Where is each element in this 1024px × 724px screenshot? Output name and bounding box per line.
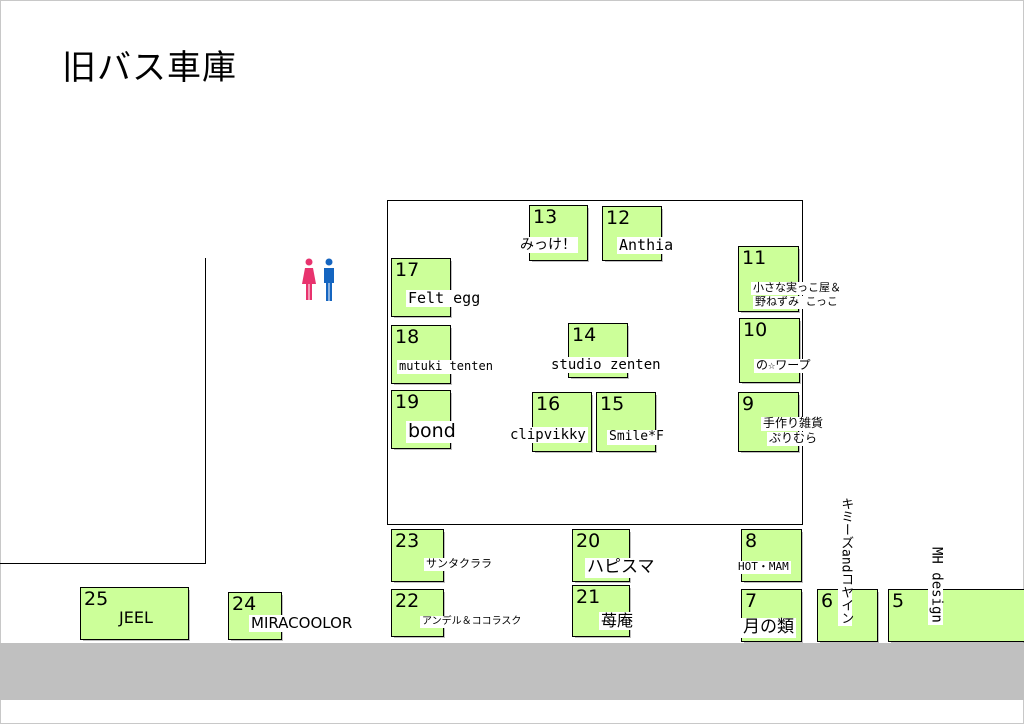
booth-number: 20 <box>576 530 601 552</box>
booth-9[interactable]: 9 手作り雑貨 ぷりむら <box>738 392 826 452</box>
booth-number: 6 <box>821 590 834 612</box>
booth-16[interactable]: 16 clipvikky <box>508 392 592 452</box>
booth-name: Felt egg <box>406 289 483 308</box>
booth-name: キミーズandコヤイン <box>838 495 854 627</box>
booth-name: mutuki tenten <box>397 359 495 374</box>
male-restroom-icon <box>324 258 334 301</box>
booth-number: 14 <box>572 324 597 346</box>
booth-name: Anthia <box>617 236 676 255</box>
booth-20[interactable]: 20 ハピスマ <box>572 529 657 582</box>
booth-number: 18 <box>395 326 420 348</box>
booth-name: clipvikky <box>508 427 588 444</box>
booth-name: HOT・MAM <box>736 560 791 574</box>
booth-number: 22 <box>395 590 420 612</box>
booth-number: 5 <box>892 590 905 612</box>
booth-5[interactable]: 5 <box>888 589 1024 642</box>
booth-number: 23 <box>395 530 420 552</box>
map-title: 旧バス車庫 <box>62 48 237 88</box>
booth-17[interactable]: 17 Felt egg <box>391 258 483 317</box>
booth-18[interactable]: 18 mutuki tenten <box>391 325 495 384</box>
booth-12[interactable]: 12 Anthia <box>602 206 676 261</box>
booth-7[interactable]: 7 月の類 <box>741 589 802 642</box>
booth-number: 17 <box>395 259 420 281</box>
booth-number: 8 <box>745 530 758 552</box>
booth-14[interactable]: 14 studio zenten <box>549 323 663 378</box>
booth-8[interactable]: 8 HOT・MAM <box>736 529 802 582</box>
booth-name: studio zenten <box>549 357 663 374</box>
road <box>0 643 1024 700</box>
booth-23[interactable]: 23 サンタクララ <box>391 529 494 582</box>
booth-number: 25 <box>84 588 109 610</box>
booth-15[interactable]: 15 Smile*F <box>596 392 666 452</box>
booth-name: 手作り雑貨 <box>761 416 826 431</box>
booth-name: JEEL <box>119 608 153 627</box>
booth-11[interactable]: 11 小さな実っこ屋＆ 野ねずみ こっこ <box>738 246 843 312</box>
booth-24[interactable]: 24 MIRACOOLOR <box>228 592 355 640</box>
booth-name: 苺庵 <box>599 611 636 631</box>
wall-vertical <box>205 258 206 563</box>
booth-number: 9 <box>742 393 755 415</box>
booth-name: の☆ワープ <box>754 358 813 373</box>
booth-10[interactable]: 10 の☆ワープ <box>739 318 813 383</box>
booth-name: サンタクララ <box>424 557 494 571</box>
booth-name: 月の類 <box>741 617 796 638</box>
booth-name: アンデル＆ココラスク <box>420 616 524 628</box>
booth-name: みっけ！ <box>518 237 578 254</box>
booth-name: ハピスマ <box>585 557 657 578</box>
booth-number: 10 <box>743 319 768 341</box>
booth-number: 19 <box>395 391 420 413</box>
booth-number: 24 <box>232 593 257 615</box>
booth-number: 15 <box>600 393 625 415</box>
booth-name-line2: 野ねずみ こっこ <box>753 295 840 309</box>
booth-number: 16 <box>536 393 561 415</box>
booth-number: 11 <box>742 247 767 269</box>
booth-name: Smile*F <box>607 429 666 445</box>
wall-horizontal <box>0 563 206 564</box>
booth-name: MIRACOOLOR <box>249 614 355 633</box>
restroom-sign <box>302 258 334 301</box>
booth-13[interactable]: 13 みっけ！ <box>518 205 588 261</box>
female-restroom-icon <box>302 258 316 300</box>
booth-25[interactable]: 25 JEEL <box>80 587 189 640</box>
booth-number: 21 <box>576 586 601 608</box>
booth-number: 12 <box>606 207 631 229</box>
booth-name: bond <box>406 420 458 443</box>
booth-name: MH design <box>928 545 945 625</box>
booth-number: 7 <box>745 590 758 612</box>
booth-number: 13 <box>533 206 558 228</box>
booth-22[interactable]: 22 アンデル＆ココラスク <box>391 589 524 637</box>
booth-name: 小さな実っこ屋＆ <box>751 281 843 295</box>
booth-name-line2: ぷりむら <box>767 431 820 446</box>
booth-21[interactable]: 21 苺庵 <box>572 585 636 637</box>
booth-19[interactable]: 19 bond <box>391 390 458 449</box>
